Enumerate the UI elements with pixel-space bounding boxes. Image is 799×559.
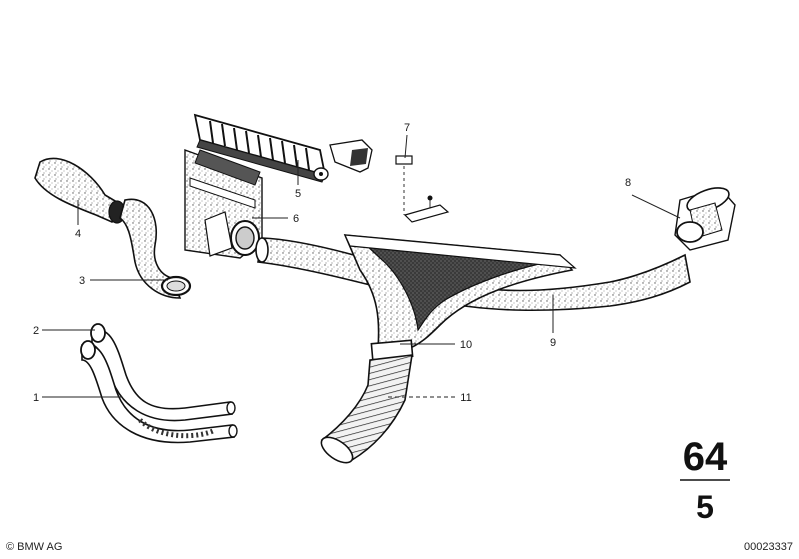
callout-4: 4 [75, 228, 81, 240]
outlet-nozzle-part-8 [674, 187, 736, 251]
document-number: 00023337 [744, 541, 793, 553]
group-number: 64 5 [680, 435, 730, 525]
corrugated-hose-part-11 [320, 354, 413, 464]
callout-3: 3 [79, 275, 85, 287]
vent-grille-part-5 [193, 113, 329, 183]
twin-hoses-part-1-2 [80, 323, 238, 444]
callout-10: 10 [460, 339, 472, 351]
clip-bracket-part-7 [329, 139, 450, 223]
group-main-number: 64 [683, 435, 728, 479]
callout-9: 9 [550, 337, 556, 349]
leader-lines [42, 134, 681, 398]
copyright-notice: © BMW AG [6, 541, 63, 553]
hose-part-3 [119, 198, 192, 299]
leader-8 [631, 194, 681, 219]
callout-2: 2 [33, 325, 39, 337]
callout-7: 7 [404, 122, 410, 134]
callout-6: 6 [293, 213, 299, 225]
distributor-part-10 [343, 234, 577, 361]
leader-7 [404, 134, 408, 159]
callout-labels: 1 2 3 4 5 6 7 8 9 10 11 [33, 122, 631, 404]
heater-housing-part-6 [184, 149, 263, 259]
group-sub-number: 5 [696, 489, 714, 525]
callout-5: 5 [295, 188, 301, 200]
hose-part-4 [34, 157, 126, 224]
callout-1: 1 [33, 392, 39, 404]
callout-8: 8 [625, 177, 631, 189]
callout-11: 11 [460, 392, 471, 404]
